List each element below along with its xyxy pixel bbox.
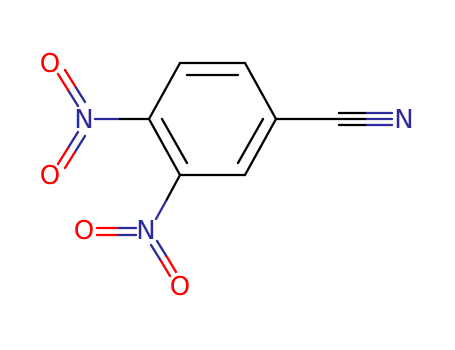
nitro1-no-top-bond-a [66,88,80,108]
ring-bond-bottom-left [147,117,182,177]
nitro1-no-top-bond-b [73,84,87,104]
nitro2-no-bottom-bond-a-red [159,259,172,278]
nitro1-no-top-bond-a-red [56,72,70,92]
nitrile-group [274,111,394,127]
nitro1-no-bottom-bond-a-red [56,146,70,166]
ring-bond-bottom-right-inner [236,117,265,165]
nitro-group-2 [95,173,182,278]
nitro1-no-top-bond-b-red [63,68,77,88]
nitrile-n-label: N [394,105,413,135]
nitro-group-1 [56,68,151,170]
nitro2-no-bottom-bond-b-red [165,255,178,274]
ring-bond-top-right [243,61,278,121]
nitro1-o-bottom-label: O [40,161,60,191]
nitro1-no-bottom-bond-b-red [63,150,77,170]
nitro1-n-label: N [74,105,93,135]
nitro1-no-bottom-bond-b [73,134,87,154]
nitro2-o-left-label: O [74,216,94,246]
nitro2-c-n-bond-black [164,173,182,203]
nitro2-no-bottom-bond-b [155,239,169,259]
nitro1-no-bottom-bond-a [66,130,80,150]
ring-bond-bottom-left-inner [160,117,189,165]
nitro2-o-bottom-label: O [170,272,190,302]
nitro1-o-top-label: O [40,49,60,79]
benzene-ring [147,61,278,177]
ring-bond-top-left [147,61,182,121]
nitro2-no-bottom-bond-a [149,243,163,263]
nitro2-n-label: N [136,216,155,246]
nitro2-c-n-bond-blue [154,199,168,221]
ring-bond-bottom-right [243,117,278,177]
